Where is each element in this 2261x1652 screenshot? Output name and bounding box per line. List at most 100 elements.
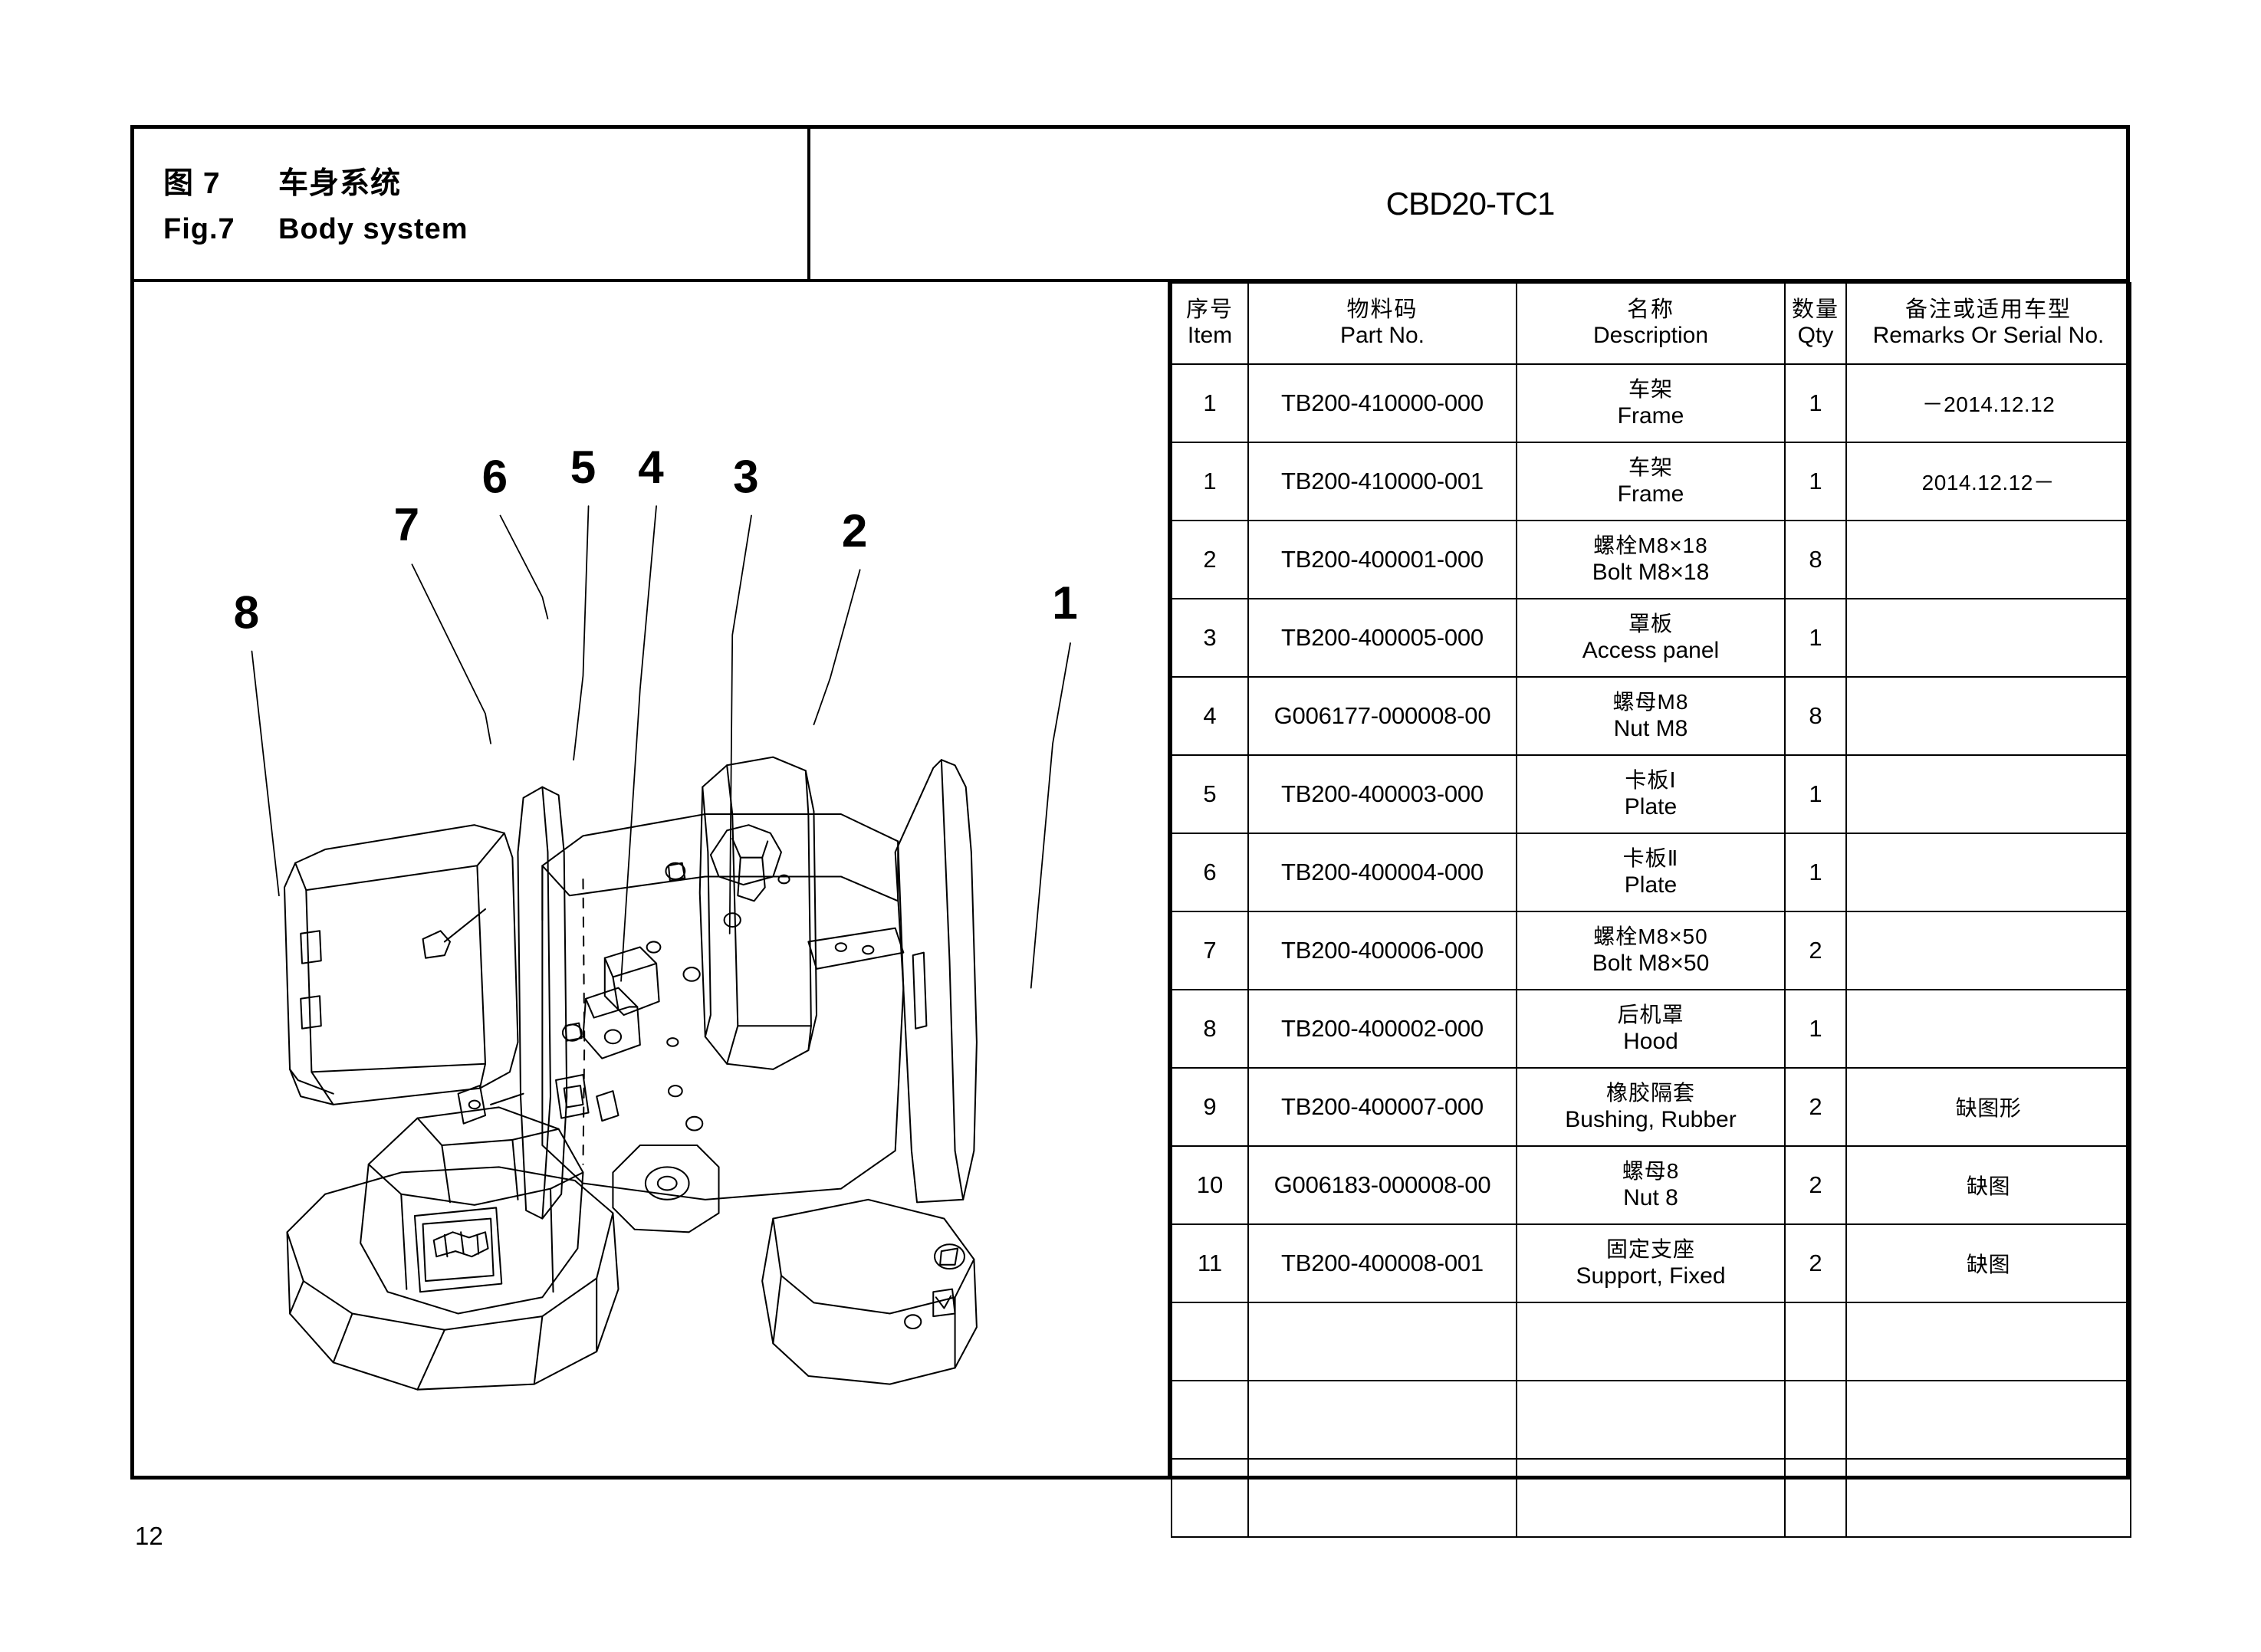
- cell-part-no: TB200-400006-000: [1247, 911, 1517, 990]
- cell-item: 8: [1171, 989, 1249, 1069]
- description-cn: 橡胶隔套: [1605, 1081, 1695, 1105]
- callout-5: 5: [570, 442, 596, 493]
- table-header-row: 序号 Item 物料码 Part No. 名称 Description 数量 Q…: [1171, 282, 2131, 365]
- cell-qty: 1: [1784, 598, 1847, 678]
- description-en: Bolt M8×18: [1592, 559, 1710, 585]
- cell-item: [1171, 1302, 1249, 1381]
- header-remarks: 备注或适用车型 Remarks Or Serial No.: [1845, 282, 2131, 365]
- description-cn: 车架: [1628, 377, 1673, 402]
- exploded-view-svg: 8 7 6 5 4 3 2 1: [234, 442, 1078, 1391]
- cell-qty: 2: [1784, 911, 1847, 990]
- description-en: Bushing, Rubber: [1565, 1106, 1737, 1132]
- cell-remarks: 缺图: [1845, 1223, 2131, 1303]
- cell-part-no: TB200-400008-001: [1247, 1223, 1517, 1303]
- figure-number-cn: 图 7: [163, 167, 221, 200]
- frame-assembly: [541, 759, 978, 1385]
- cell-qty: 8: [1784, 520, 1847, 599]
- table-row: [1171, 1380, 2131, 1460]
- figure-name-cn: 车身系统: [278, 167, 402, 200]
- cell-part-no: TB200-400004-000: [1247, 833, 1517, 912]
- header-item: 序号 Item: [1171, 282, 1249, 365]
- callout-leader-lines: [251, 505, 1071, 989]
- header-qty-en: Qty: [1797, 323, 1834, 349]
- cell-remarks: [1845, 1302, 2131, 1381]
- cell-remarks: －2014.12.12: [1845, 363, 2131, 443]
- cell-qty: [1784, 1380, 1847, 1460]
- cell-part-no: TB200-400005-000: [1247, 598, 1517, 678]
- cell-item: 6: [1171, 833, 1249, 912]
- cell-part-no: TB200-400003-000: [1247, 754, 1517, 834]
- cell-item: [1171, 1380, 1249, 1460]
- cell-qty: 2: [1784, 1067, 1847, 1147]
- page-number: 12: [135, 1522, 163, 1550]
- description-cn: 螺栓M8×18: [1593, 534, 1708, 558]
- cell-item: 9: [1171, 1067, 1249, 1147]
- cell-remarks: [1845, 1380, 2131, 1460]
- cell-item: 10: [1171, 1145, 1249, 1225]
- header-item-cn: 序号: [1185, 297, 1234, 323]
- description-en: Access panel: [1582, 637, 1720, 663]
- cell-part-no: G006177-000008-00: [1247, 676, 1517, 756]
- cell-part-no: TB200-410000-001: [1247, 442, 1517, 521]
- description-cn: 螺母M8: [1612, 690, 1689, 714]
- figure-title-chinese: 图 7 车身系统: [163, 159, 807, 202]
- cell-remarks: 2014.12.12－: [1845, 442, 2131, 521]
- callout-7: 7: [394, 498, 419, 550]
- cell-remarks: [1845, 598, 2131, 678]
- figure-name-en: Body system: [278, 213, 468, 245]
- header-description-cn: 名称: [1626, 297, 1674, 323]
- cell-qty: 2: [1784, 1223, 1847, 1303]
- figure-title-english: Fig.7 Body system: [163, 213, 807, 246]
- cell-part-no: [1247, 1302, 1517, 1381]
- lower-body-shell: [286, 1106, 619, 1391]
- cell-item: 5: [1171, 754, 1249, 834]
- header-part-no-en: Part No.: [1339, 323, 1425, 349]
- cell-qty: [1784, 1302, 1847, 1381]
- cell-qty: 1: [1784, 754, 1847, 834]
- drawing-sheet-frame: 图 7 车身系统 Fig.7 Body system CBD20-TC1: [130, 125, 2131, 1538]
- cell-part-no: TB200-400002-000: [1247, 989, 1517, 1069]
- cell-item: 7: [1171, 911, 1249, 990]
- cell-qty: 1: [1784, 442, 1847, 521]
- cell-remarks: [1845, 754, 2131, 834]
- cell-item: 4: [1171, 676, 1249, 756]
- cell-remarks: 缺图: [1845, 1145, 2131, 1225]
- header-part-no: 物料码 Part No.: [1247, 282, 1517, 365]
- cell-remarks: [1845, 676, 2131, 756]
- description-cn: 罩板: [1628, 612, 1673, 636]
- cell-item: 1: [1171, 363, 1249, 443]
- steering-column: [517, 786, 590, 1220]
- cell-remarks: [1845, 833, 2131, 912]
- description-en: Frame: [1617, 481, 1684, 507]
- cell-qty: 1: [1784, 363, 1847, 443]
- cell-part-no: TB200-400001-000: [1247, 520, 1517, 599]
- description-cn: 螺栓M8×50: [1593, 925, 1708, 949]
- description-cn: 卡板Ⅰ: [1625, 768, 1677, 793]
- callout-2: 2: [842, 505, 867, 557]
- cell-remarks: [1845, 520, 2131, 599]
- cell-remarks: [1845, 911, 2131, 990]
- cell-qty: 1: [1784, 833, 1847, 912]
- cell-item: [1171, 1458, 1249, 1538]
- misc-brackets: [457, 1085, 619, 1125]
- cell-part-no: [1247, 1458, 1517, 1538]
- description-cn: 螺母8: [1622, 1159, 1680, 1184]
